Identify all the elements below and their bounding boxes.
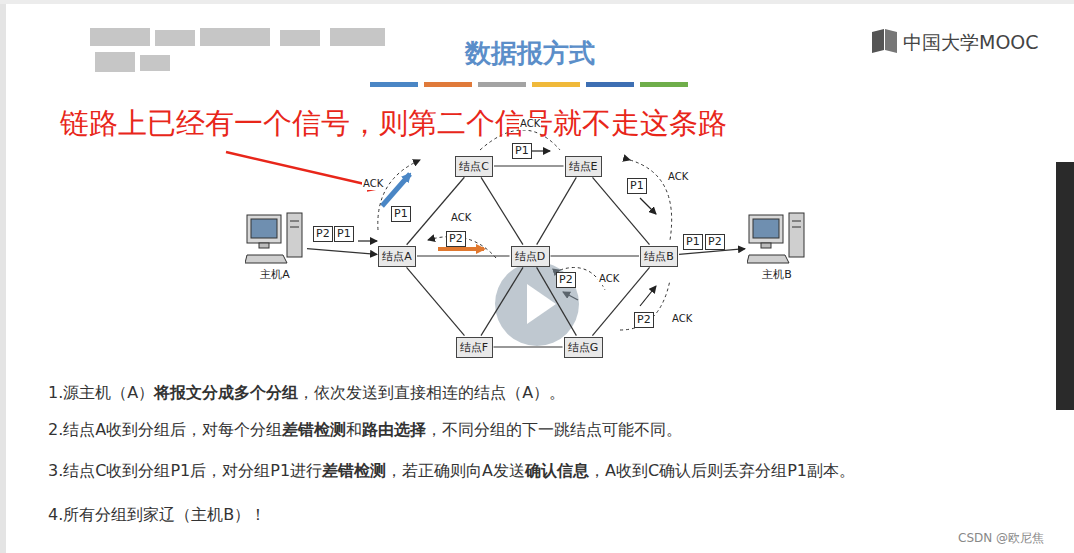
host-label: 主机A — [260, 267, 290, 282]
network-link — [407, 267, 465, 335]
packet-label: P2 — [634, 312, 654, 328]
body-text: 2.结点A收到分组后，对每个分组 — [48, 420, 282, 441]
slide-title: 数据报方式 — [465, 36, 595, 71]
body-text: 4.所有分组到家辽（主机B）！ — [48, 505, 266, 526]
body-text: ，若正确则向A发送 — [386, 461, 525, 482]
packet-label: P1 — [512, 143, 532, 159]
node-box: 结点A — [378, 246, 416, 267]
body-text: ，不同分组的下一跳结点可能不同。 — [426, 420, 682, 441]
packet-label: P1 — [334, 226, 354, 242]
packet-label: P1 — [627, 178, 647, 194]
network-link — [551, 255, 640, 256]
node-label: 结点C — [459, 159, 489, 174]
node-box: 结点F — [456, 337, 493, 358]
host-computer: 主机B — [746, 210, 808, 283]
body-text-line: 1.源主机（A）将报文分成多个分组，依次发送到直接相连的结点（A）。 — [48, 383, 565, 404]
node-label: 结点E — [569, 159, 598, 174]
body-text-line: 3.结点C收到分组P1后，对分组P1进行差错检测，若正确则向A发送确认信息，A收… — [48, 461, 855, 482]
network-link — [417, 255, 510, 256]
ack-label: ACK — [671, 313, 693, 325]
computer-icon — [245, 211, 305, 267]
packet-label: P2 — [556, 272, 576, 288]
packet-label: P2 — [313, 226, 333, 242]
node-box: 结点D — [511, 246, 550, 267]
body-text-line: 4.所有分组到家辽（主机B）！ — [48, 505, 266, 526]
node-box: 结点B — [640, 246, 678, 267]
ack-label: ACK — [667, 171, 689, 183]
node-box: 结点E — [565, 156, 602, 177]
packet-label: P2 — [446, 231, 466, 247]
node-label: 结点G — [568, 340, 599, 355]
body-text: 和 — [346, 420, 362, 441]
computer-icon — [747, 211, 807, 267]
network-link — [593, 177, 650, 244]
packet-label: P2 — [705, 234, 725, 250]
ack-label: ACK — [519, 118, 541, 130]
bold-text: 将报文分成多个分组 — [154, 383, 298, 404]
host-label: 主机B — [762, 267, 792, 282]
node-box: 结点G — [564, 337, 603, 358]
host-computer: 主机A — [244, 210, 306, 283]
annotation-text: 链路上已经有一个信号，则第二个信号就不走这条路 — [60, 104, 727, 144]
ack-label: ACK — [362, 178, 384, 190]
bold-text: 路由选择 — [362, 420, 426, 441]
body-text: 1.源主机（A） — [48, 383, 154, 404]
ack-label: ACK — [450, 212, 472, 224]
body-text-line: 2.结点A收到分组后，对每个分组差错检测和路由选择，不同分组的下一跳结点可能不同… — [48, 420, 682, 441]
node-label: 结点D — [515, 249, 545, 264]
node-label: 结点F — [460, 340, 488, 355]
logo-text: 中国大学MOOC — [903, 30, 1039, 56]
body-text: ，依次发送到直接相连的结点（A）。 — [298, 383, 565, 404]
watermark: CSDN @欧尼焦 — [958, 530, 1044, 547]
body-text: ，A收到C确认后则丢弃分组P1副本。 — [589, 461, 855, 482]
network-link — [537, 267, 577, 335]
node-box: 结点C — [455, 156, 493, 177]
body-text: 3.结点C收到分组P1后，对分组P1进行 — [48, 461, 322, 482]
bold-text: 确认信息 — [525, 461, 589, 482]
ack-label: ACK — [598, 273, 620, 285]
packet-label: P1 — [391, 206, 411, 222]
network-link — [307, 249, 377, 255]
node-label: 结点A — [382, 249, 412, 264]
network-link — [481, 177, 523, 244]
network-link — [494, 346, 563, 347]
bold-text: 差错检测 — [282, 420, 346, 441]
packet-label: P1 — [683, 234, 703, 250]
bold-text: 差错检测 — [322, 461, 386, 482]
network-link — [481, 267, 523, 335]
network-link — [537, 177, 577, 244]
network-link — [494, 165, 564, 166]
node-label: 结点B — [644, 249, 674, 264]
